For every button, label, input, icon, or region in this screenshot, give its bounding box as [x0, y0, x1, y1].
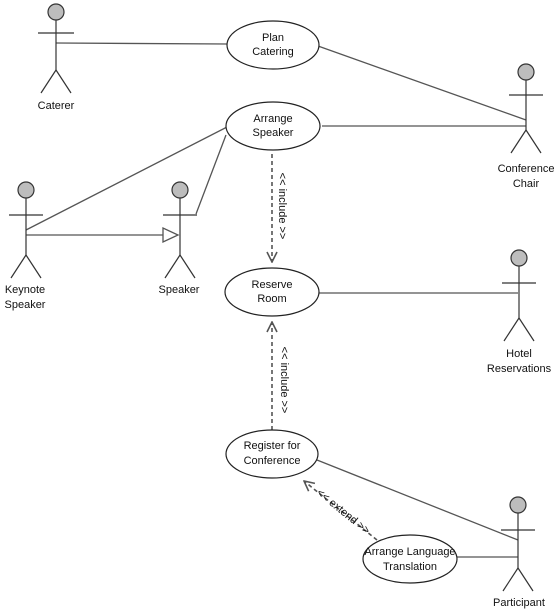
- stick-figure-icon: [38, 3, 74, 94]
- assoc-register-participant: [316, 459, 519, 541]
- actor-speaker: Speaker: [159, 181, 200, 296]
- keynote-speaker-line2: Speaker: [5, 299, 46, 311]
- generalization-arrowhead: [162, 226, 180, 244]
- arrange-speaker-line1: Arrange: [253, 113, 292, 125]
- register-line1: Register for: [244, 440, 301, 452]
- translation-line1: Arrange Language: [364, 546, 455, 558]
- assoc-speaker-arrange-speaker: [195, 134, 227, 215]
- stick-figure-icon: [9, 181, 43, 279]
- usecase-arrange-speaker: Arrange Speaker: [225, 101, 321, 151]
- usecase-reserve-room: Reserve Room: [224, 267, 320, 317]
- usecase-arrange-language-translation: Arrange Language Translation: [362, 534, 458, 584]
- associations: [25, 42, 527, 558]
- hotel-reservations-line1: Hotel: [506, 348, 532, 360]
- dependency-include-top: << include >>: [272, 154, 288, 262]
- participant-label: Participant: [493, 597, 545, 609]
- register-line2: Conference: [244, 455, 301, 467]
- arrange-speaker-line2: Speaker: [253, 127, 294, 139]
- stick-figure-icon: [509, 63, 543, 154]
- stick-figure-icon: [163, 181, 197, 279]
- actor-caterer: Caterer: [38, 3, 75, 112]
- actor-participant: Participant: [493, 496, 545, 609]
- plan-catering-line1: Plan: [262, 32, 284, 44]
- plan-catering-line2: Catering: [252, 46, 294, 58]
- hotel-reservations-line2: Reservations: [487, 363, 552, 375]
- stick-figure-icon: [502, 249, 536, 342]
- conference-chair-line2: Chair: [513, 178, 540, 190]
- speaker-label: Speaker: [159, 284, 200, 296]
- assoc-plan-catering-conference-chair: [317, 45, 527, 121]
- dependency-extend: << extend >>: [304, 481, 378, 541]
- translation-line2: Translation: [383, 561, 437, 573]
- caterer-label: Caterer: [38, 100, 75, 112]
- reserve-room-line1: Reserve: [252, 279, 293, 291]
- assoc-keynote-speaker-arrange-speaker: [25, 126, 228, 231]
- actor-conference-chair: Conference Chair: [498, 63, 555, 190]
- include-top-label: << include >>: [276, 173, 288, 240]
- usecase-register-for-conference: Register for Conference: [225, 429, 319, 479]
- reserve-room-line2: Room: [257, 293, 286, 305]
- stick-figure-icon: [501, 496, 535, 592]
- conference-chair-line1: Conference: [498, 163, 555, 175]
- usecase-plan-catering: Plan Catering: [226, 20, 320, 70]
- assoc-caterer-plan-catering: [55, 42, 229, 45]
- actor-hotel-reservations: Hotel Reservations: [487, 249, 552, 375]
- keynote-speaker-line1: Keynote: [5, 284, 45, 296]
- dependency-include-bottom: << include >>: [272, 322, 290, 430]
- include-bottom-label: << include >>: [278, 347, 290, 414]
- extend-label: << extend >>: [314, 487, 372, 537]
- generalization-keynote-to-speaker: [26, 226, 180, 244]
- actor-keynote-speaker: Keynote Speaker: [5, 181, 46, 311]
